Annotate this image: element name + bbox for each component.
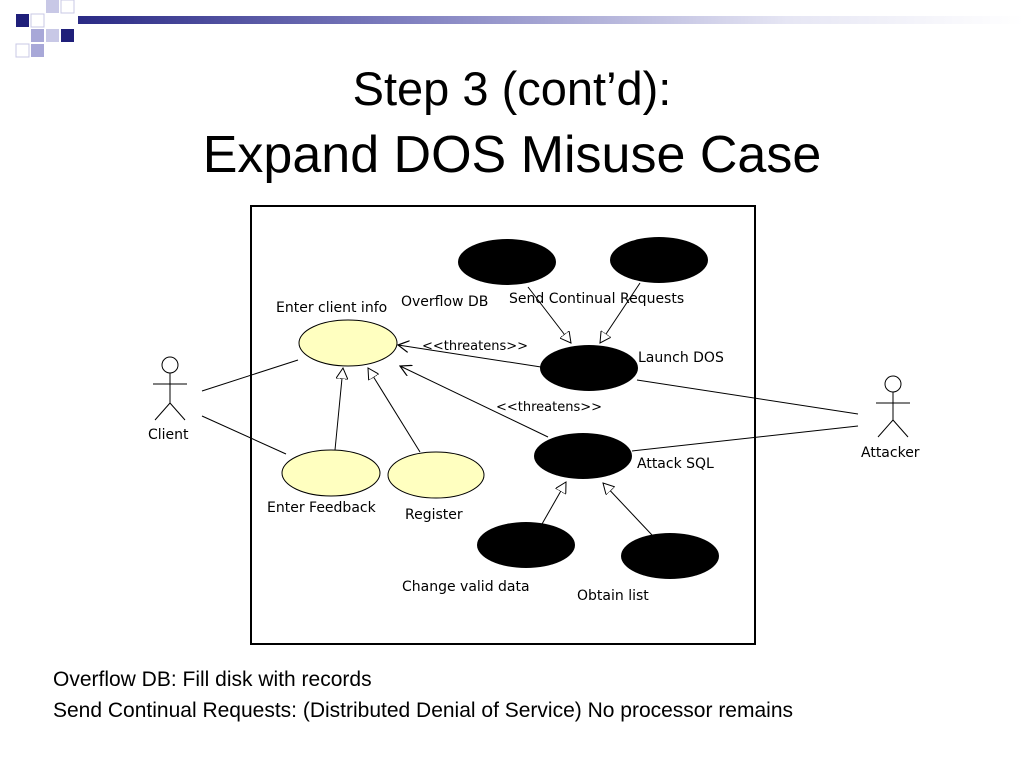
threatens-label-1: <<threatens>> bbox=[422, 339, 528, 354]
misuse-case-send-continual-requests bbox=[610, 237, 708, 283]
client-actor-icon bbox=[153, 356, 187, 421]
note-send-continual-requests: Send Continual Requests: (Distributed De… bbox=[53, 699, 794, 722]
slide-notes: Overflow DB: Fill disk with records Send… bbox=[53, 664, 793, 726]
generalization-arrows bbox=[334, 282, 653, 536]
note-overflow-db: Overflow DB: Fill disk with records bbox=[53, 668, 372, 691]
slide-title-line-1: Step 3 (cont’d): bbox=[352, 62, 672, 115]
attacker-actor-icon bbox=[876, 375, 910, 438]
misuse-case-attack-sql bbox=[534, 433, 632, 479]
slide-title: Step 3 (cont’d): Expand DOS Misuse Case bbox=[0, 58, 1024, 190]
threatens-label-2: <<threatens>> bbox=[496, 400, 602, 415]
association-lines bbox=[201, 359, 859, 455]
misuse-case-send-continual-requests-label: Send Continual Requests bbox=[509, 291, 684, 307]
header-band bbox=[15, 0, 1024, 58]
use-case-enter-feedback-label: Enter Feedback bbox=[267, 500, 377, 516]
use-case-enter-feedback bbox=[281, 449, 381, 497]
misuse-case-obtain-list bbox=[621, 533, 719, 579]
use-case-register-label: Register bbox=[405, 507, 463, 523]
misuse-case-overflow-db-label: Overflow DB bbox=[401, 294, 488, 310]
slide-title-line-2: Expand DOS Misuse Case bbox=[202, 126, 822, 184]
use-case-enter-client-info bbox=[298, 319, 398, 367]
client-actor-label: Client bbox=[148, 427, 189, 443]
threatens-arrows bbox=[398, 345, 549, 438]
use-case-enter-client-info-label: Enter client info bbox=[276, 300, 387, 316]
misuse-case-launch-dos-label: Launch DOS bbox=[638, 350, 724, 366]
misuse-case-obtain-list-label: Obtain list bbox=[577, 588, 649, 604]
misuse-case-launch-dos bbox=[540, 345, 638, 391]
misuse-case-overflow-db bbox=[458, 239, 556, 285]
header-gradient-bar bbox=[78, 16, 1024, 24]
attacker-actor-label: Attacker bbox=[861, 445, 920, 461]
use-case-register bbox=[387, 451, 485, 499]
logo-squares bbox=[15, 0, 75, 58]
misuse-case-change-valid-data bbox=[477, 522, 575, 568]
misuse-case-attack-sql-label: Attack SQL bbox=[637, 456, 714, 472]
misuse-case-change-valid-data-label: Change valid data bbox=[402, 579, 530, 595]
